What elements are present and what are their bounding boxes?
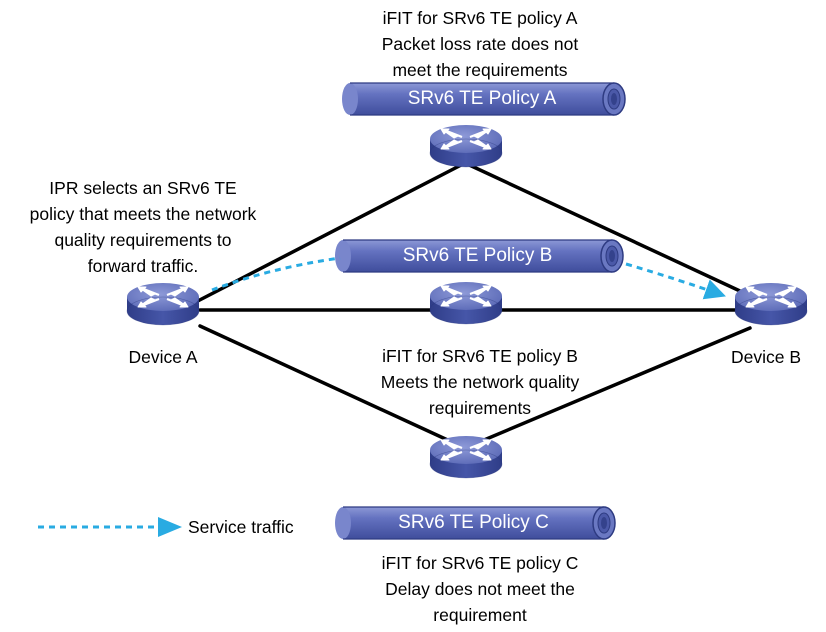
router-icon xyxy=(125,281,201,327)
ipr-note-line1: IPR selects an SRv6 TE xyxy=(49,178,237,198)
tunnel-pipe-icon xyxy=(335,239,624,273)
policy-b-ifit-line2: Meets the network quality xyxy=(380,372,580,392)
policy-a-pipe-label: SRv6 TE Policy A xyxy=(407,88,557,109)
device-b-label: Device B xyxy=(730,347,802,367)
service-traffic-path xyxy=(211,256,726,300)
policy-a-ifit-line1: iFIT for SRv6 TE policy A xyxy=(382,8,578,28)
policy-a-ifit-line3: meet the requirements xyxy=(392,60,568,80)
ipr-note-line4: forward traffic. xyxy=(87,256,199,276)
policy-b-ifit-line1: iFIT for SRv6 TE policy B xyxy=(382,346,578,366)
device-a-label: Device A xyxy=(128,347,198,367)
policy-b-pipe-label: SRv6 TE Policy B xyxy=(402,245,553,266)
legend-service-traffic xyxy=(38,517,182,537)
policy-c-pipe-label: SRv6 TE Policy C xyxy=(398,512,549,533)
policy-c-ifit-line2: Delay does not meet the xyxy=(385,579,575,599)
arrow-icon xyxy=(158,517,182,537)
link-router-a-to-b xyxy=(463,161,757,300)
router-icon xyxy=(428,280,504,326)
policy-a-ifit-line2: Packet loss rate does not xyxy=(381,34,579,54)
traffic-a-to-pipe-b xyxy=(211,256,341,292)
legend-service-traffic-label: Service traffic xyxy=(188,517,294,537)
router-icon xyxy=(428,123,504,169)
link-router-c-to-b xyxy=(463,326,752,450)
ipr-note-line2: policy that meets the network xyxy=(29,204,257,224)
router-icon xyxy=(428,434,504,480)
link-a-to-router-c xyxy=(198,324,467,450)
policy-b-ifit-line3: requirements xyxy=(428,398,532,418)
traffic-pipe-b-to-b xyxy=(625,262,726,300)
links xyxy=(188,161,757,450)
router-icon xyxy=(733,281,809,327)
tunnel-pipe-icon xyxy=(342,82,626,116)
policy-c-ifit-line1: iFIT for SRv6 TE policy C xyxy=(381,553,579,573)
ipr-note-line3: quality requirements to xyxy=(54,230,232,250)
policy-c-ifit-line3: requirement xyxy=(433,605,527,625)
tunnel-pipe-icon xyxy=(335,506,616,540)
